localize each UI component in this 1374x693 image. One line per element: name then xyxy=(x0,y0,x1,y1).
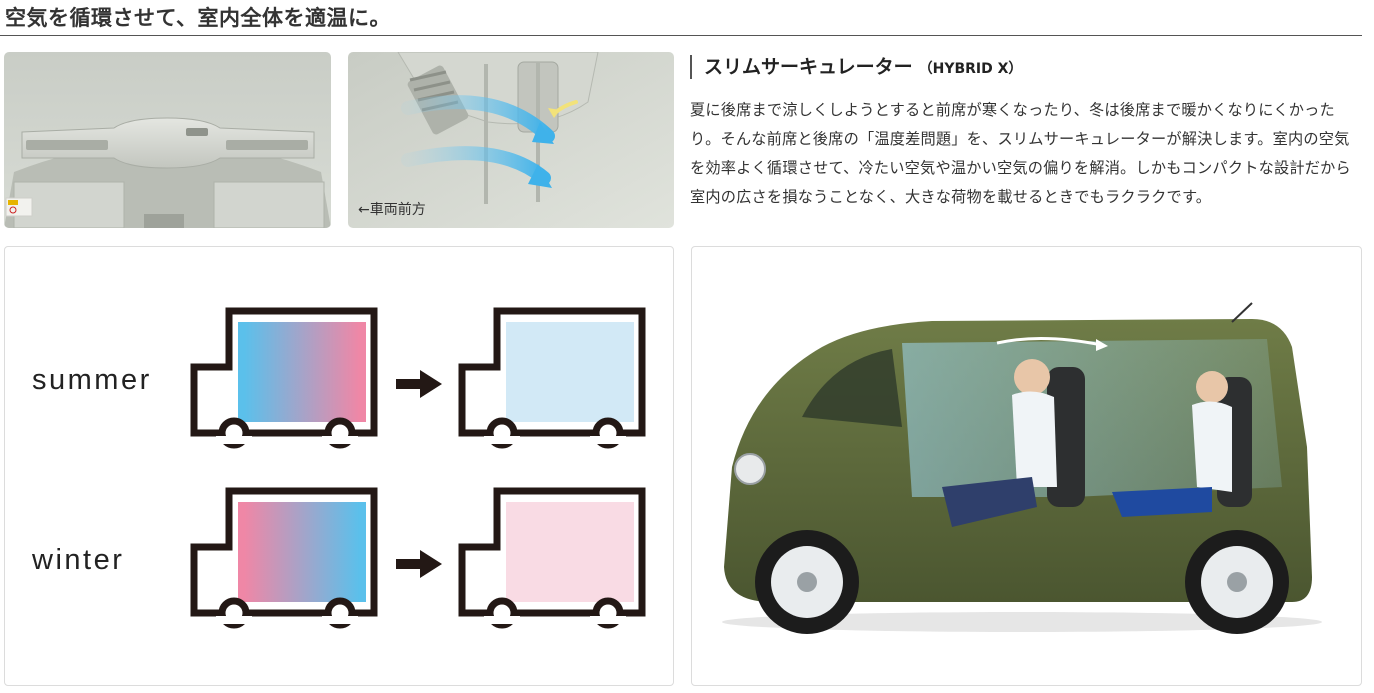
winter-label: winter xyxy=(32,544,125,576)
feature-title: スリムサーキュレーター xyxy=(704,56,913,78)
airflow-illustration xyxy=(348,52,674,228)
page-header: 空気を循環させて、室内全体を適温に。 xyxy=(0,0,1362,36)
feature-heading: スリムサーキュレーター （HYBRID X） xyxy=(690,52,1362,82)
winter-after-truck xyxy=(458,487,646,629)
vehicle-front-caption: ←車両前方 xyxy=(358,202,426,218)
summer-arrow xyxy=(396,370,442,398)
summer-after-truck xyxy=(458,307,646,449)
circulator-airflow-photo: ←車両前方 xyxy=(348,52,674,228)
summer-before-truck xyxy=(190,307,378,449)
temperature-diagram-card: summer winter xyxy=(4,246,674,686)
feature-block: スリムサーキュレーター （HYBRID X） 夏に後席まで涼しくしようとすると前席… xyxy=(690,52,1362,212)
car-cutaway-illustration xyxy=(722,302,1322,634)
ceiling-circulator-photo xyxy=(4,52,331,228)
winter-before-truck xyxy=(190,487,378,629)
feature-grade: （HYBRID X） xyxy=(918,61,1023,77)
page-title: 空気を循環させて、室内全体を適温に。 xyxy=(5,6,391,30)
winter-arrow xyxy=(396,550,442,578)
ceiling-illustration xyxy=(4,52,331,228)
truck-diagram xyxy=(190,307,646,629)
feature-description: 夏に後席まで涼しくしようとすると前席が寒くなったり、冬は後席まで暖かくなりにくか… xyxy=(690,101,1351,206)
car-cutaway-card xyxy=(691,246,1362,686)
summer-label: summer xyxy=(32,364,152,396)
